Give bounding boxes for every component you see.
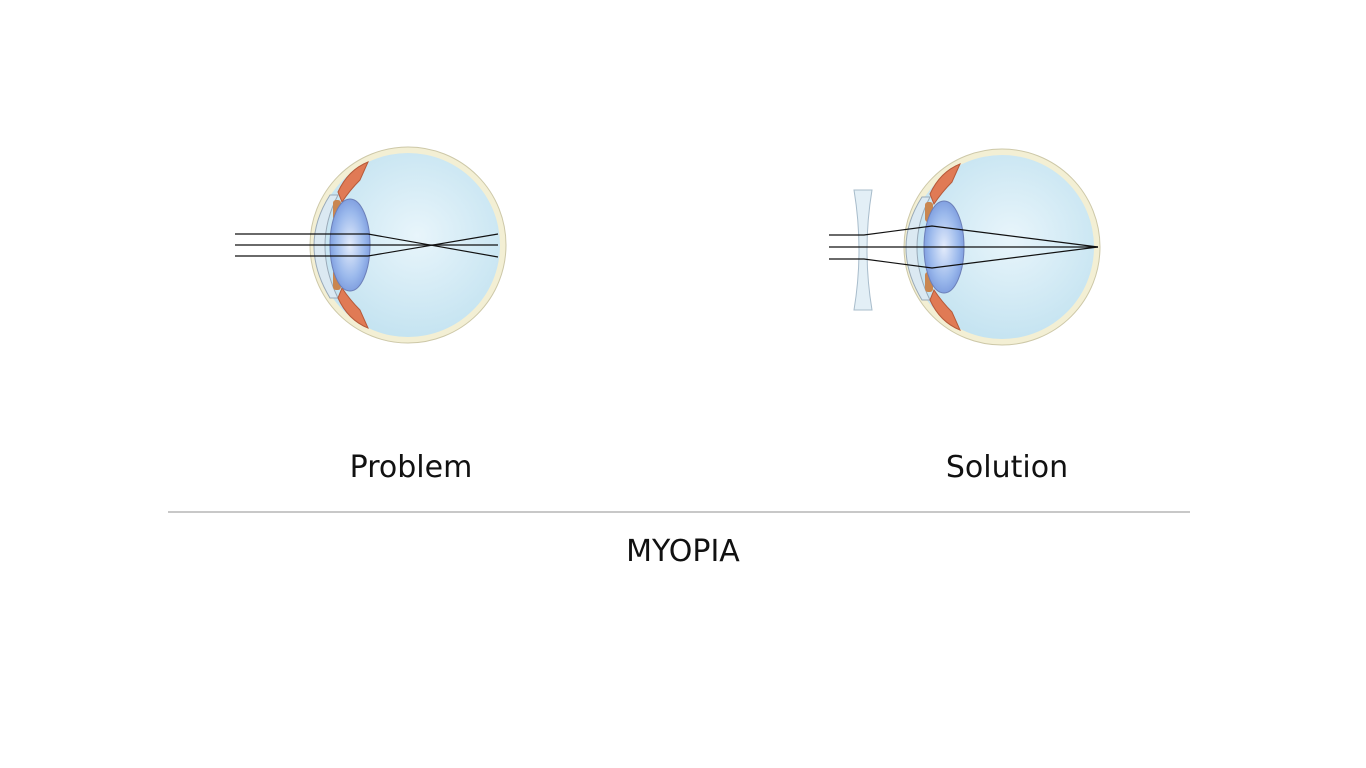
ciliary-muscle-bottom xyxy=(929,288,961,331)
ray-top xyxy=(829,225,1099,248)
light-rays xyxy=(235,233,499,258)
ray-bottom xyxy=(829,246,1099,269)
ciliary-muscle-top xyxy=(337,161,369,204)
light-rays xyxy=(829,225,1099,269)
eye-diagram-solution xyxy=(822,140,1112,350)
ray-top xyxy=(235,233,499,258)
concave-corrective-lens xyxy=(853,189,873,311)
divider-line xyxy=(168,511,1190,513)
caption-solution: Solution xyxy=(945,450,1069,485)
diagram-title: MYOPIA xyxy=(626,534,740,569)
caption-problem: Problem xyxy=(349,450,473,485)
eye-diagram-problem xyxy=(230,140,520,350)
eye-problem-illustration xyxy=(235,146,507,344)
ray-bottom xyxy=(235,233,499,257)
ciliary-muscle-bottom xyxy=(337,286,369,329)
eye-solution-illustration xyxy=(829,148,1101,346)
ciliary-muscle-top xyxy=(929,163,961,206)
